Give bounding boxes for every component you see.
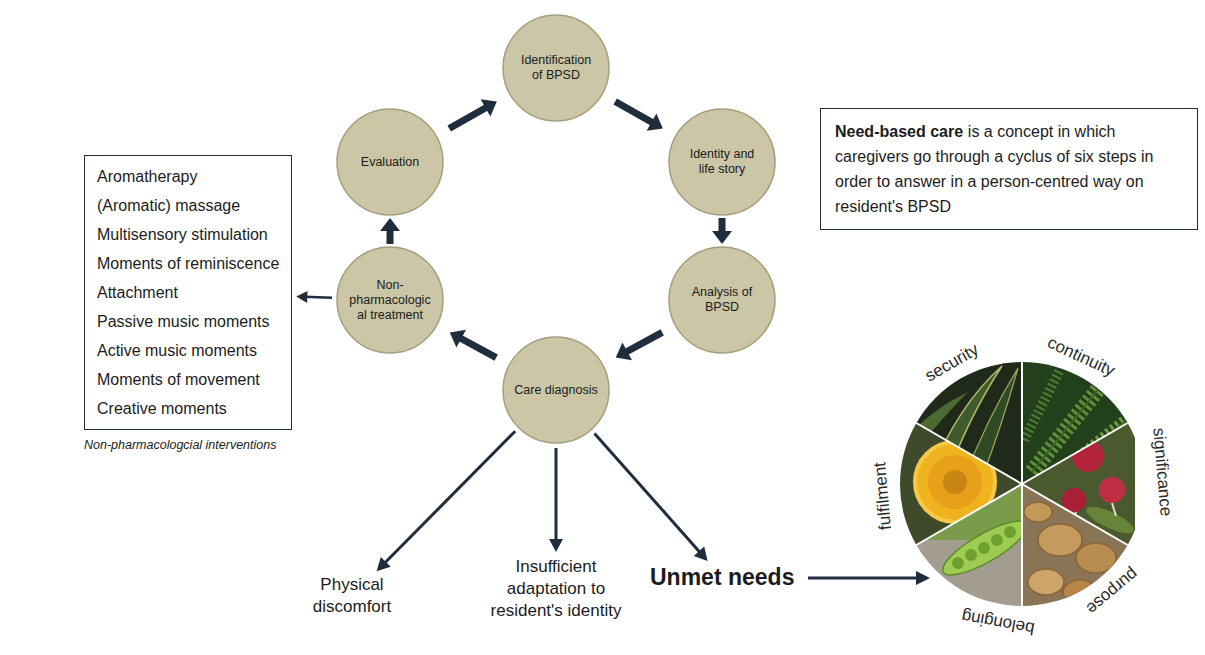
arrow-head	[647, 113, 663, 130]
circle-outline	[669, 247, 775, 353]
intervention-item: Aromatherapy	[97, 162, 279, 191]
flow-arrow	[380, 218, 400, 244]
circle-label: Evaluation	[361, 155, 419, 170]
needs-pointer-arrow	[808, 571, 930, 585]
arrow-head	[549, 539, 563, 552]
flow-arrow	[616, 332, 662, 360]
needs-pointer-arrow	[916, 571, 930, 585]
fulfilment-slice	[943, 470, 967, 494]
needs-pointer-arrow	[808, 577, 918, 580]
arrow-shaft	[383, 431, 515, 565]
flow-arrow	[450, 330, 496, 358]
circle-label: Identity and life story	[680, 147, 764, 177]
emphasis-label: Unmet needs	[650, 564, 794, 591]
outcome-label: Insufficient adaptation to resident's id…	[474, 556, 639, 622]
slice-separators	[916, 484, 1022, 545]
arrow-head	[481, 99, 497, 116]
arrow-shaft	[595, 433, 702, 554]
need-label: fulfilment	[870, 461, 896, 531]
arrow-head	[450, 330, 466, 348]
process-circle: Identity and life story	[668, 108, 776, 216]
belonging-slice	[1004, 526, 1016, 538]
definition-paragraph: Need-based careis a concept in which car…	[835, 119, 1183, 219]
arrow-head	[616, 343, 632, 361]
process-circle: Analysis of BPSD	[668, 246, 776, 354]
slice-separators	[1022, 423, 1128, 484]
flow-arrow	[296, 291, 332, 303]
significance-slice	[1112, 503, 1116, 516]
arrow-shaft	[615, 102, 655, 125]
arrow-shaft	[555, 448, 558, 543]
fulfilment-slice	[928, 455, 982, 509]
purpose-slice	[1038, 524, 1082, 556]
flow-arrow	[712, 218, 732, 244]
outcome-text: Physical discomfort	[292, 574, 412, 618]
belonging-slice	[952, 557, 964, 569]
circle-label: Identification of BPSD	[514, 53, 598, 83]
outcome-text: Unmet needs	[650, 564, 794, 591]
process-circle: Identification of BPSD	[502, 14, 610, 122]
continuity-slice	[1024, 370, 1060, 440]
process-circle: Care diagnosis	[502, 336, 610, 444]
slice-separators	[1021, 362, 1023, 484]
need-label: belonging	[960, 606, 1036, 639]
arrow-head	[380, 218, 400, 231]
intervention-item: Multisensory stimulation	[97, 220, 279, 249]
circle-outline	[503, 15, 609, 121]
circle-label: Care diagnosis	[514, 383, 597, 398]
circle-outline	[503, 337, 609, 443]
flow-arrow	[549, 448, 563, 552]
flow-arrow	[377, 431, 516, 571]
outcome-label: Physical discomfort	[292, 574, 412, 618]
belonging-slice	[978, 542, 990, 554]
circle-outline	[337, 109, 443, 215]
slice-separators	[1022, 484, 1128, 545]
arrow-shaft	[304, 297, 332, 298]
slice-separators	[1021, 484, 1023, 606]
slice-separators	[916, 423, 1022, 484]
outcome-text: Insufficient adaptation to resident's id…	[474, 556, 639, 622]
intervention-list-box: Aromatherapy(Aromatic) massageMultisenso…	[84, 155, 292, 430]
circle-outline	[669, 109, 775, 215]
intervention-item: Passive music moments	[97, 307, 279, 336]
need-label: significance	[1148, 427, 1176, 517]
circle-label: Non-pharmacological treatment	[348, 278, 432, 323]
circle-outline	[337, 247, 443, 353]
fulfilment-slice	[915, 442, 995, 522]
purpose-slice	[1024, 502, 1052, 522]
intervention-item: Attachment	[97, 278, 279, 307]
purpose-slice	[1076, 543, 1116, 573]
significance-slice	[1099, 477, 1125, 503]
slice-separators	[916, 362, 1127, 606]
belonging-slice	[965, 549, 977, 561]
intervention-item: Moments of reminiscence	[97, 249, 279, 278]
intervention-item: Creative moments	[97, 394, 279, 423]
intervention-item: Active music moments	[97, 336, 279, 365]
intervention-item: (Aromatic) massage	[97, 191, 279, 220]
fulfilment-slice	[895, 415, 1025, 555]
arrow-shaft	[458, 337, 496, 358]
intervention-item: Moments of movement	[97, 365, 279, 394]
process-circle: Non-pharmacological treatment	[336, 246, 444, 354]
arrow-shaft	[449, 106, 489, 129]
arrow-head	[694, 547, 708, 561]
definition-box: Need-based careis a concept in which car…	[820, 108, 1198, 230]
arrow-head	[712, 231, 732, 244]
definition-term: Need-based care	[835, 123, 963, 140]
flow-arrow	[449, 99, 497, 128]
caption-text: Non-pharmacologcial interventions	[84, 438, 276, 452]
circle-label: Analysis of BPSD	[680, 285, 764, 315]
purpose-slice	[1028, 569, 1064, 595]
flow-arrow	[615, 102, 663, 131]
arrow-head	[296, 291, 307, 303]
belonging-slice	[991, 534, 1003, 546]
fulfilment-slice	[895, 415, 1025, 555]
flow-arrow	[595, 433, 708, 561]
process-circle: Evaluation	[336, 108, 444, 216]
arrow-shaft	[624, 332, 662, 353]
significance-slice	[1050, 407, 1111, 453]
arrow-head	[377, 557, 391, 571]
